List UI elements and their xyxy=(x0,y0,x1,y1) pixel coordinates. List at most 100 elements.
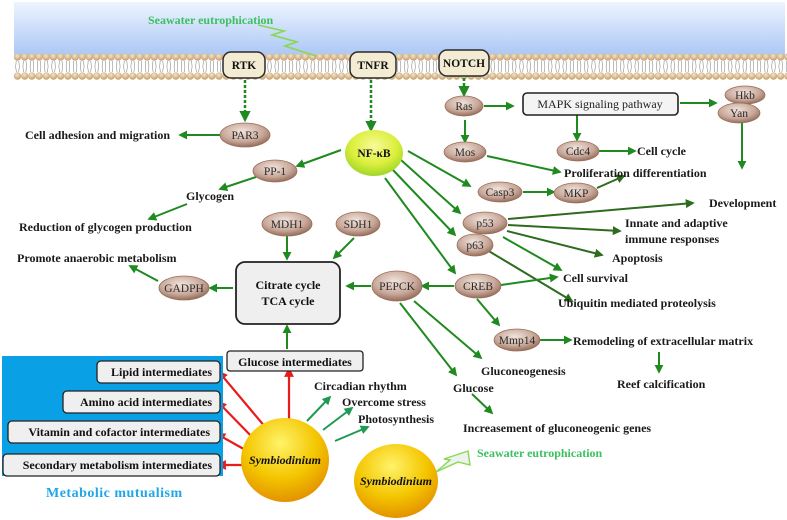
lipid-head xyxy=(755,53,763,61)
arrow-sym-overcome xyxy=(322,406,354,431)
lipid-head xyxy=(489,53,497,61)
lipid-tail xyxy=(497,60,502,73)
label-glycogen: Glycogen xyxy=(186,189,234,203)
lipid-head xyxy=(129,53,137,61)
membrane-core xyxy=(14,62,785,71)
lipid-head xyxy=(741,72,749,80)
lipid-head xyxy=(150,72,158,80)
lightning-icon-bottom xyxy=(435,450,471,473)
lipid-head xyxy=(280,72,288,80)
outcome-labels: Cell adhesion and migration Glycogen Red… xyxy=(17,128,776,435)
lipid-head xyxy=(510,53,518,61)
lipid-head xyxy=(114,72,123,80)
lipid-head xyxy=(633,53,641,61)
lipid-tail xyxy=(123,60,128,73)
lipid-head xyxy=(49,72,58,80)
lipid-head xyxy=(654,72,662,80)
lipid-head xyxy=(337,53,346,61)
lipid-head xyxy=(654,53,662,61)
lipid-head xyxy=(726,72,734,80)
lipid-head xyxy=(568,72,576,80)
lipid-tail xyxy=(598,60,603,73)
lipid-tail xyxy=(267,60,272,73)
lipid-head xyxy=(64,53,72,61)
lipid-head xyxy=(179,53,187,61)
lipid-tail xyxy=(685,60,690,73)
lipid-head xyxy=(489,72,497,80)
svg-text:MAPK signaling pathway: MAPK signaling pathway xyxy=(537,97,662,111)
lipid-tail xyxy=(44,60,49,73)
lipid-head xyxy=(201,72,209,80)
arrow-nfkb-p63 xyxy=(392,169,457,237)
lipid-tail xyxy=(548,60,553,73)
arrow-mkp-proliferation xyxy=(596,174,626,189)
lipid-tail xyxy=(137,60,142,73)
lipid-head xyxy=(42,72,50,80)
lipid-head xyxy=(424,53,432,61)
arrow-nfkb-p53 xyxy=(400,159,462,215)
lipid-head xyxy=(697,53,706,61)
lipid-head xyxy=(21,53,29,61)
lipid-head xyxy=(618,72,626,80)
lipid-head xyxy=(733,53,742,61)
svg-text:Citrate cycle: Citrate cycle xyxy=(256,278,322,292)
arrow-gadph-anaerobic xyxy=(128,265,159,282)
protein-label: SDH1 xyxy=(344,219,373,231)
lipid-head xyxy=(611,53,619,61)
protein-node-hkb: Hkb xyxy=(724,85,766,105)
lipid-head xyxy=(733,72,742,80)
lipid-tail xyxy=(188,60,193,73)
lipid-head xyxy=(136,72,144,80)
lipid-tail xyxy=(37,60,42,73)
lipid-head xyxy=(265,72,274,80)
lipid-head xyxy=(618,53,626,61)
lipid-tail xyxy=(195,60,200,73)
label-cell-adhesion: Cell adhesion and migration xyxy=(25,128,170,142)
lipid-head xyxy=(561,53,569,61)
lipid-tail xyxy=(433,60,438,73)
eutrophication-label-bottom: Seawater eutrophication xyxy=(477,446,603,460)
lipid-head xyxy=(676,72,684,80)
label-reef-calcification: Reef calcification xyxy=(617,377,706,391)
lipid-head xyxy=(121,72,130,80)
lipid-head xyxy=(748,72,756,80)
protein-label: p53 xyxy=(476,218,494,230)
lipid-head xyxy=(193,72,202,80)
lipid-tail xyxy=(641,60,646,73)
lipid-head xyxy=(546,72,554,80)
protein-node-ras: Ras xyxy=(444,95,484,117)
lipid-tail xyxy=(634,60,639,73)
lipid-head xyxy=(539,53,547,61)
label-ubiquitin: Ubiquitin mediated proteolysis xyxy=(558,296,716,310)
lipid-tail xyxy=(29,60,34,73)
lipid-head xyxy=(157,72,166,80)
lipid-head xyxy=(35,72,43,80)
lipid-head xyxy=(575,53,583,61)
lipid-head xyxy=(568,53,576,61)
lipid-head xyxy=(553,53,562,61)
lipid-head xyxy=(114,53,123,61)
lipid-head xyxy=(129,72,137,80)
lipid-head xyxy=(395,72,403,80)
lipid-head xyxy=(28,72,36,80)
lipid-head xyxy=(287,72,295,80)
lipid-tail xyxy=(778,60,783,73)
lipid-head xyxy=(409,53,418,61)
label-increasement: Increasement of gluconeogenic genes xyxy=(463,421,651,435)
protein-node-casp3: Casp3 xyxy=(477,181,523,203)
lipid-tail xyxy=(742,60,747,73)
nfkb-hub: NF-κB xyxy=(345,130,403,176)
lipid-head xyxy=(330,72,338,80)
lipid-tail xyxy=(58,60,63,73)
lipid-head xyxy=(165,53,173,61)
lipid-head xyxy=(417,53,425,61)
svg-text:Vitamin and cofactor intermedi: Vitamin and cofactor intermediates xyxy=(28,425,210,439)
lipid-head xyxy=(719,72,727,80)
lipid-tail xyxy=(303,60,308,73)
protein-label: GADPH xyxy=(164,283,204,295)
lipid-tail xyxy=(757,60,762,73)
lipid-head xyxy=(172,53,180,61)
svg-text:Amino acid intermediates: Amino acid intermediates xyxy=(80,395,212,409)
lipid-tail xyxy=(620,60,625,73)
